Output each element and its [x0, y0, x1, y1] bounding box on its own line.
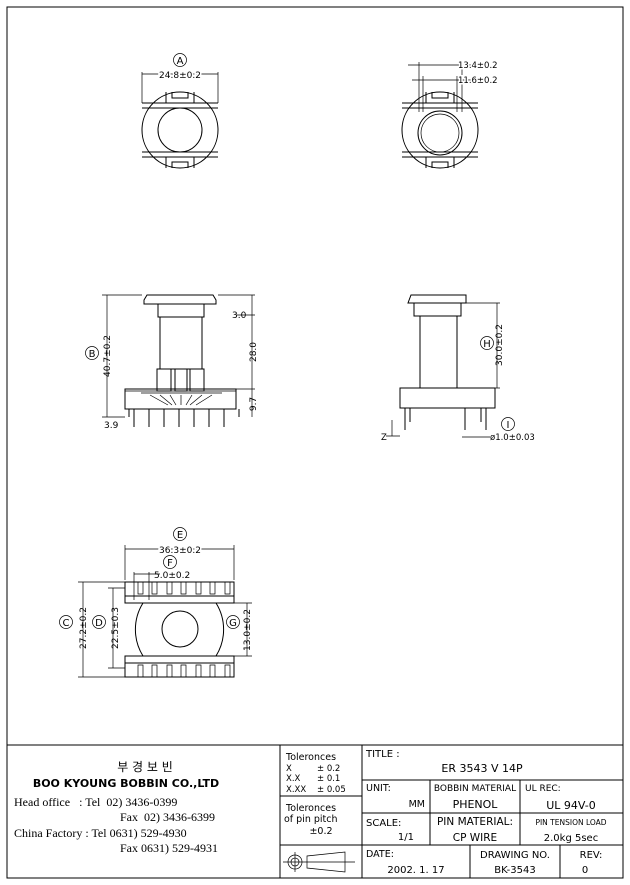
title-label: TITLE : [365, 749, 400, 760]
drawing-no-label: DRAWING NO. [480, 850, 550, 861]
marker-i: I [507, 420, 510, 431]
dim-13-0: 13.0±0.2 [243, 609, 253, 651]
pin-material-value: CP WIRE [453, 832, 497, 844]
ul-value: UL 94V-0 [546, 799, 596, 812]
unit-value: MM [409, 799, 425, 810]
drawing-title: ER 3543 V 14P [441, 762, 523, 775]
tolerances-title: Toleronces [285, 752, 336, 763]
side-view: H 30.0±0.2 I ø1.0±0.03 Z [381, 294, 535, 443]
z-label: Z [381, 433, 387, 443]
dim-27-2: 27.2±0.2 [79, 607, 89, 649]
dim-11-6: 11.6±0.2 [458, 76, 498, 86]
marker-a-circle [173, 53, 187, 67]
front-view: B 40.7±0.2 3.0 28.0 9.7 3.9 [85, 294, 259, 431]
dim-9-7: 9.7 [249, 397, 259, 411]
pin-material-label: PIN MATERIAL: [437, 816, 513, 828]
tol-xxx-value: ± 0.05 [317, 785, 346, 795]
tol-xxx: X.XX [286, 785, 306, 795]
drawing-no-value: BK-3543 [494, 865, 535, 876]
pin-tolerance-title2: of pin pitch [284, 814, 338, 825]
dim-22-5: 22.5±0.3 [111, 607, 121, 649]
marker-b: B [89, 349, 96, 360]
marker-f: F [167, 558, 173, 569]
drawing-frame [6, 6, 624, 879]
dim-3-9: 3.9 [104, 421, 119, 431]
date-value: 2002. 1. 17 [387, 865, 444, 876]
marker-a: A [177, 56, 184, 67]
marker-h: H [483, 339, 491, 350]
scale-label: SCALE: [366, 818, 401, 829]
tolerances-box: Toleronces X ± 0.2 X.X ± 0.1 X.XX ± 0.05… [279, 745, 623, 878]
pin-tension-value: 2.0kg 5sec [544, 833, 598, 844]
pin-tolerance-value: ±0.2 [309, 826, 332, 837]
pin-tension-label: PIN TENSION LOAD [535, 818, 606, 827]
dim-5-0: 5.0±0.2 [154, 571, 190, 581]
bobbin-material-value: PHENOL [453, 798, 499, 811]
dim-pin-diameter: ø1.0±0.03 [490, 433, 535, 443]
projection-symbol-icon [283, 851, 355, 873]
title-block: TITLE : ER 3543 V 14P UNIT: MM BOBBIN MA… [362, 749, 623, 878]
unit-label: UNIT: [366, 783, 391, 794]
dim-24-8: 24.8±0.2 [159, 71, 201, 81]
dim-30-0: 30.0±0.2 [495, 324, 505, 366]
ul-label: UL REC: [525, 784, 561, 794]
top-view-right: 13.4±0.2 11.6±0.2 [401, 60, 499, 169]
date-label: DATE: [366, 849, 394, 860]
china-factory-fax: Fax 0631) 529-4931 [120, 841, 218, 855]
marker-c: C [63, 618, 70, 629]
head-office-fax: Fax 02) 3436-6399 [120, 810, 215, 824]
tol-xx: X.X [286, 774, 301, 784]
marker-g: G [229, 618, 237, 629]
marker-e: E [177, 530, 183, 541]
tol-x: X [286, 764, 292, 774]
dim-28-0: 28.0 [249, 342, 259, 362]
scale-value: 1/1 [398, 832, 414, 843]
tol-xx-value: ± 0.1 [317, 774, 340, 784]
top-view-left: A 24.8±0.2 [141, 53, 219, 169]
dim-13-4: 13.4±0.2 [458, 61, 498, 71]
company-info: 부 경 보 빈 BOO KYOUNG BOBBIN CO.,LTD Head o… [14, 760, 219, 855]
company-name: BOO KYOUNG BOBBIN CO.,LTD [33, 777, 219, 790]
rev-label: REV: [580, 850, 603, 861]
dim-36-3: 36.3±0.2 [159, 546, 201, 556]
bottom-view: E 36.3±0.2 F 5.0±0.2 C 27.2±0.2 D 22.5±0… [59, 527, 253, 678]
pin-tolerance-title1: Toleronces [285, 803, 336, 814]
company-korean-name: 부 경 보 빈 [117, 760, 173, 774]
dim-40-7: 40.7±0.2 [103, 335, 113, 377]
china-factory-tel: China Factory : Tel 0631) 529-4930 [14, 826, 187, 840]
tol-x-value: ± 0.2 [317, 764, 340, 774]
dim-3-0: 3.0 [232, 311, 247, 321]
bobbin-material-label: BOBBIN MATERIAL [434, 784, 516, 794]
rev-value: 0 [582, 865, 588, 876]
marker-d: D [95, 618, 103, 629]
head-office-tel: Head office : Tel 02) 3436-0399 [14, 795, 177, 809]
